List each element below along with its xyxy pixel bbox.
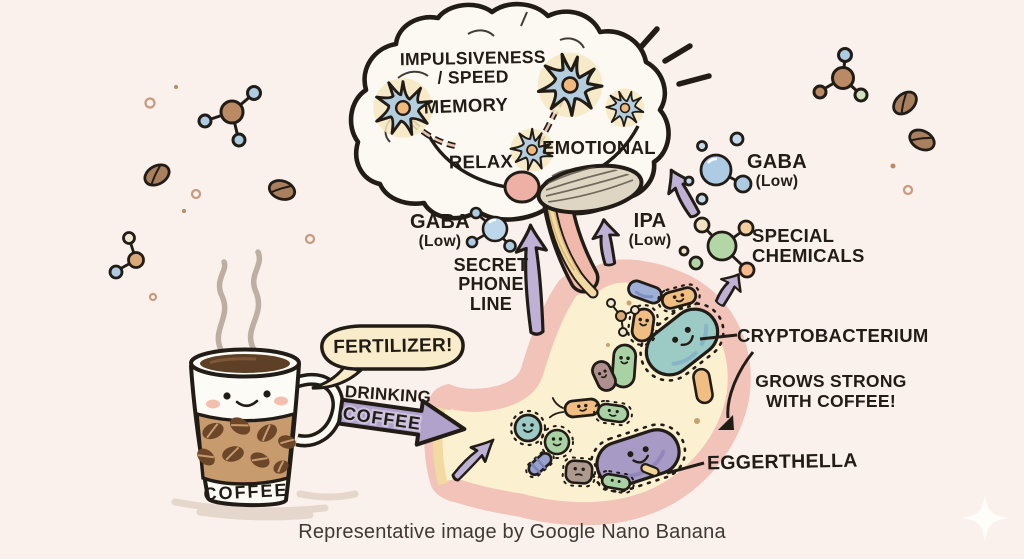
speck-icon [144, 85, 914, 302]
label-memory: MEMORY [423, 93, 509, 118]
coffee-cup-icon: COFFEE [171, 249, 359, 521]
molecule-icon [678, 216, 756, 279]
label-grows-strong-note: GROWS STRONG WITH COFFEE! [755, 371, 907, 412]
molecule-icon [465, 206, 517, 253]
label-ipa: IPA (Low) [628, 210, 672, 249]
molecule-icon [108, 231, 145, 280]
label-gaba-left: GABA (Low) [409, 211, 471, 250]
image-caption: Representative image by Google Nano Bana… [298, 521, 726, 543]
steam-icon [215, 249, 263, 355]
label-secret-phone-line: SECRET PHONE LINE [453, 255, 529, 314]
sparkle-icon [961, 494, 1009, 542]
cerebellum-icon [503, 163, 644, 215]
cup-shadow [171, 490, 359, 521]
bacterium-icon [509, 279, 725, 494]
speech-bubble [311, 324, 465, 390]
speech-bubble-text: FERTILIZER! [333, 334, 453, 359]
pointer-line [666, 333, 755, 475]
label-emotional: EMOTIONAL [542, 137, 656, 158]
cup-label-text: COFFEE [203, 480, 289, 504]
label-gaba-right: GABA (Low) [746, 151, 808, 190]
label-impulsiveness-speed: IMPULSIVENESS / SPEED [399, 46, 546, 88]
label-special-chemicals: SPECIAL CHEMICALS [752, 225, 865, 267]
molecule-icon [683, 131, 753, 206]
molecule-icon [812, 47, 869, 103]
molecule-icon [197, 85, 262, 148]
label-relax: RELAX [448, 150, 514, 173]
label-cryptobacterium: CRYPTOBACTERIUM [737, 325, 929, 346]
emphasis-lines [638, 26, 712, 87]
label-eggerthella: EGGERTHELLA [706, 449, 858, 475]
note-arrowhead [718, 415, 734, 430]
